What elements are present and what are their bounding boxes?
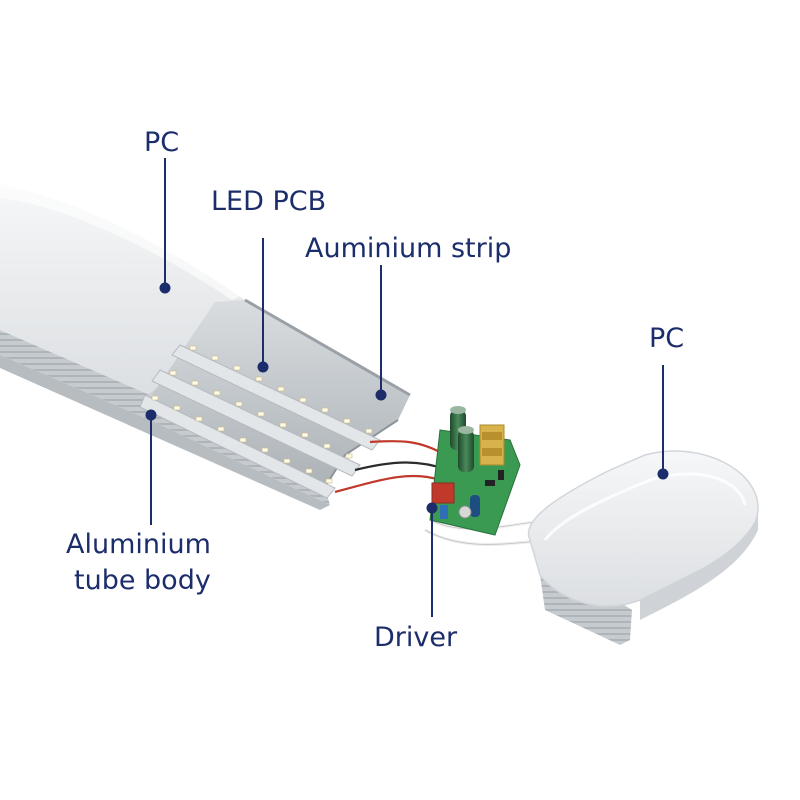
label-aluminium-tube-line2: tube body <box>74 565 211 596</box>
filter-capacitor <box>431 482 455 504</box>
transformer <box>479 424 505 466</box>
driver-board <box>429 406 521 536</box>
led-pcb <box>139 344 381 499</box>
label-aluminium-tube-line1: Aluminium <box>66 529 211 560</box>
capacitor-2 <box>458 430 474 472</box>
label-driver: Driver <box>374 622 458 653</box>
label-pc-top: PC <box>144 127 180 158</box>
callout-lines <box>145 158 669 617</box>
label-aluminium-tube-body: Aluminium tube body <box>66 527 211 599</box>
pc-end-cap <box>527 450 759 645</box>
led-chips <box>151 345 373 484</box>
label-aluminium-strip: Auminium strip <box>305 233 512 264</box>
label-led-pcb: LED PCB <box>211 186 327 217</box>
label-pc-right: PC <box>649 323 685 354</box>
